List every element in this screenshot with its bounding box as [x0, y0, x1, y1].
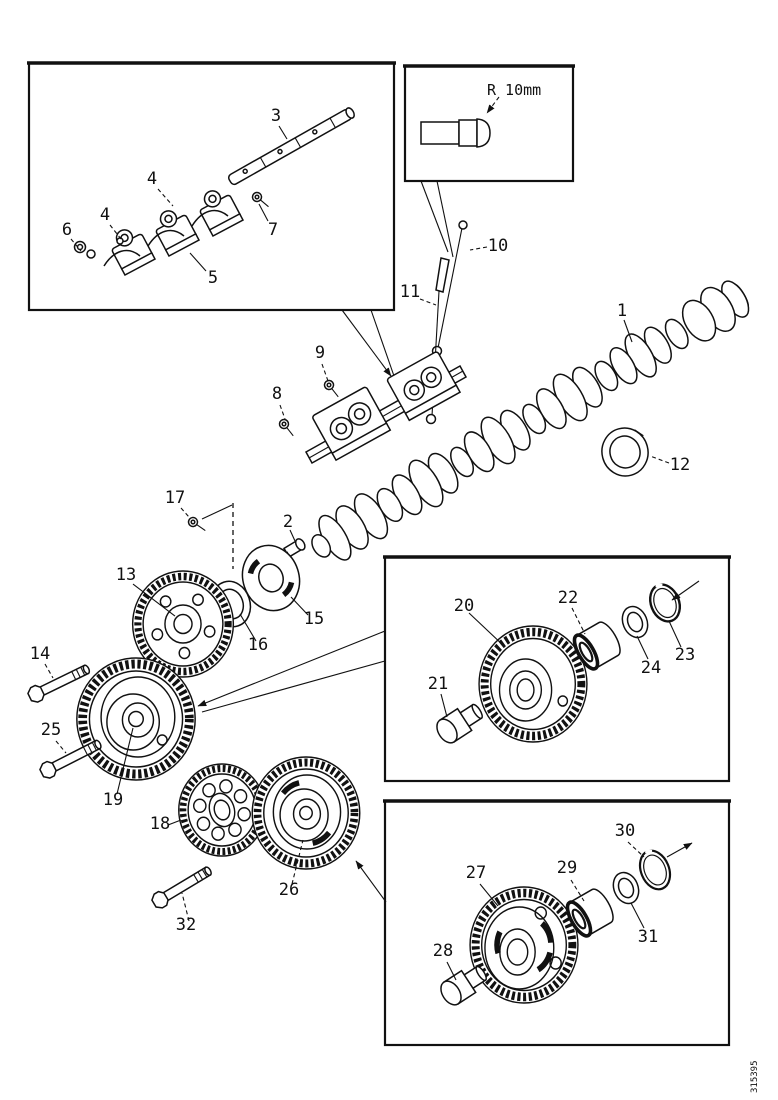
tappet-carrier	[276, 351, 468, 465]
gear-26	[251, 756, 361, 870]
callout-24: 24	[641, 658, 661, 678]
carrier-bolt-9	[321, 377, 343, 401]
bolt-17	[185, 514, 209, 536]
gear-27	[469, 886, 579, 1004]
rocker-shaft	[227, 107, 355, 186]
callout-22: 22	[558, 588, 578, 608]
callout-29: 29	[557, 858, 577, 878]
rocker-arm	[191, 209, 229, 227]
callout-10: 10	[488, 236, 508, 256]
bolt-21	[432, 698, 488, 748]
callout-8: 8	[272, 384, 282, 404]
leader-lines	[44, 246, 670, 922]
callouts: 3 4 4 6 7 5 9 8 10 11 1 12 17 2 13 15 16…	[30, 106, 695, 961]
carrier-bolt-8	[276, 416, 298, 440]
callout-12: 12	[670, 455, 690, 475]
callout-15: 15	[304, 609, 324, 629]
camshaft-gear-13	[131, 570, 235, 678]
callout-7: 7	[268, 220, 278, 240]
idler-gear-19	[76, 657, 196, 781]
callout-11: 11	[400, 282, 420, 302]
radius-note-box: R 10mm	[403, 64, 575, 183]
tappet-radius-detail	[420, 96, 500, 148]
callout-27: 27	[466, 863, 486, 883]
washer-24	[621, 605, 649, 639]
gear-20	[478, 625, 588, 743]
callout-21: 21	[428, 674, 448, 694]
camshaft	[311, 280, 750, 561]
callout-31: 31	[638, 927, 658, 947]
callout-9: 9	[315, 343, 325, 363]
thrust-plate-15	[241, 544, 301, 612]
callout-25: 25	[41, 720, 61, 740]
callout-17: 17	[165, 488, 185, 508]
gear-18	[178, 763, 266, 857]
callout-20: 20	[454, 596, 474, 616]
camshaft-bushing-12	[601, 427, 649, 477]
rocker-pedestal	[111, 229, 157, 277]
radius-note-text: R 10mm	[487, 81, 541, 99]
rocker-arm	[103, 249, 141, 267]
doc-number: 315395	[750, 1060, 760, 1093]
callout-5: 5	[208, 268, 218, 288]
callout-4-lower: 4	[100, 205, 110, 225]
callout-28: 28	[433, 941, 453, 961]
washer-31	[612, 871, 640, 905]
callout-6: 6	[62, 220, 72, 240]
shaft-washer-set	[73, 237, 124, 259]
callout-2: 2	[283, 512, 293, 532]
callout-3: 3	[271, 106, 281, 126]
callout-1: 1	[617, 301, 627, 321]
rocker-pedestal	[155, 210, 201, 258]
callout-30: 30	[615, 821, 635, 841]
callout-32: 32	[176, 915, 196, 935]
rocker-inset-box	[27, 61, 396, 312]
rocker-arm	[147, 229, 185, 247]
injection-gear-box	[383, 555, 731, 783]
bolt-32	[149, 862, 216, 912]
callout-18: 18	[150, 814, 170, 834]
callout-4-upper: 4	[147, 169, 157, 189]
snap-ring-30	[638, 849, 672, 891]
snap-ring-23	[648, 583, 682, 623]
rocker-pedestal	[199, 190, 245, 238]
aux-gear-box	[383, 799, 731, 1047]
callout-16: 16	[248, 635, 268, 655]
callout-19: 19	[103, 790, 123, 810]
callout-14: 14	[30, 644, 50, 664]
callout-23: 23	[675, 645, 695, 665]
pushrod-10	[431, 220, 468, 357]
callout-26: 26	[279, 880, 299, 900]
callout-13: 13	[116, 565, 136, 585]
